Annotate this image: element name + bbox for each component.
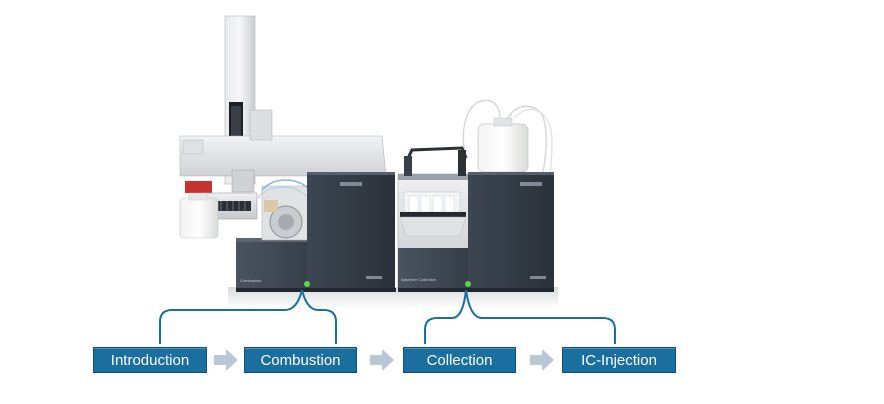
combustion-status-led	[304, 281, 310, 287]
combustion-base	[236, 240, 316, 288]
combustion-cabinet	[307, 172, 395, 288]
reservoir-bottle-right	[477, 123, 529, 173]
autosampler	[179, 15, 387, 239]
bracket-introduction	[159, 289, 303, 344]
absorber-module-label: Absorber Collection	[401, 277, 436, 282]
step-introduction: Introduction	[93, 347, 207, 373]
step-ic-injection: IC-Injection	[562, 347, 676, 373]
combustion-module: Combustion	[236, 172, 396, 292]
step-label: Combustion	[260, 351, 341, 369]
absorber-cabinet	[468, 172, 554, 288]
step-label: Introduction	[110, 351, 190, 369]
arrow-right-icon	[370, 349, 394, 371]
step-label: Collection	[426, 351, 493, 369]
step-label: IC-Injection	[581, 351, 657, 369]
step-combustion: Combustion	[244, 347, 357, 373]
absorber-module: Absorber Collection	[397, 99, 554, 292]
reservoir-bottle-left	[179, 197, 219, 239]
bracket-combustion	[301, 289, 337, 344]
combustion-module-label: Combustion	[240, 278, 261, 283]
arrow-right-icon	[530, 349, 554, 371]
floor-shadow	[228, 287, 558, 309]
absorber-status-led	[465, 281, 471, 287]
bracket-collection	[424, 289, 467, 344]
bracket-ic-injection	[465, 289, 616, 344]
red-vial-cap	[185, 181, 212, 193]
arrow-right-icon	[214, 349, 238, 371]
step-collection: Collection	[403, 347, 516, 373]
